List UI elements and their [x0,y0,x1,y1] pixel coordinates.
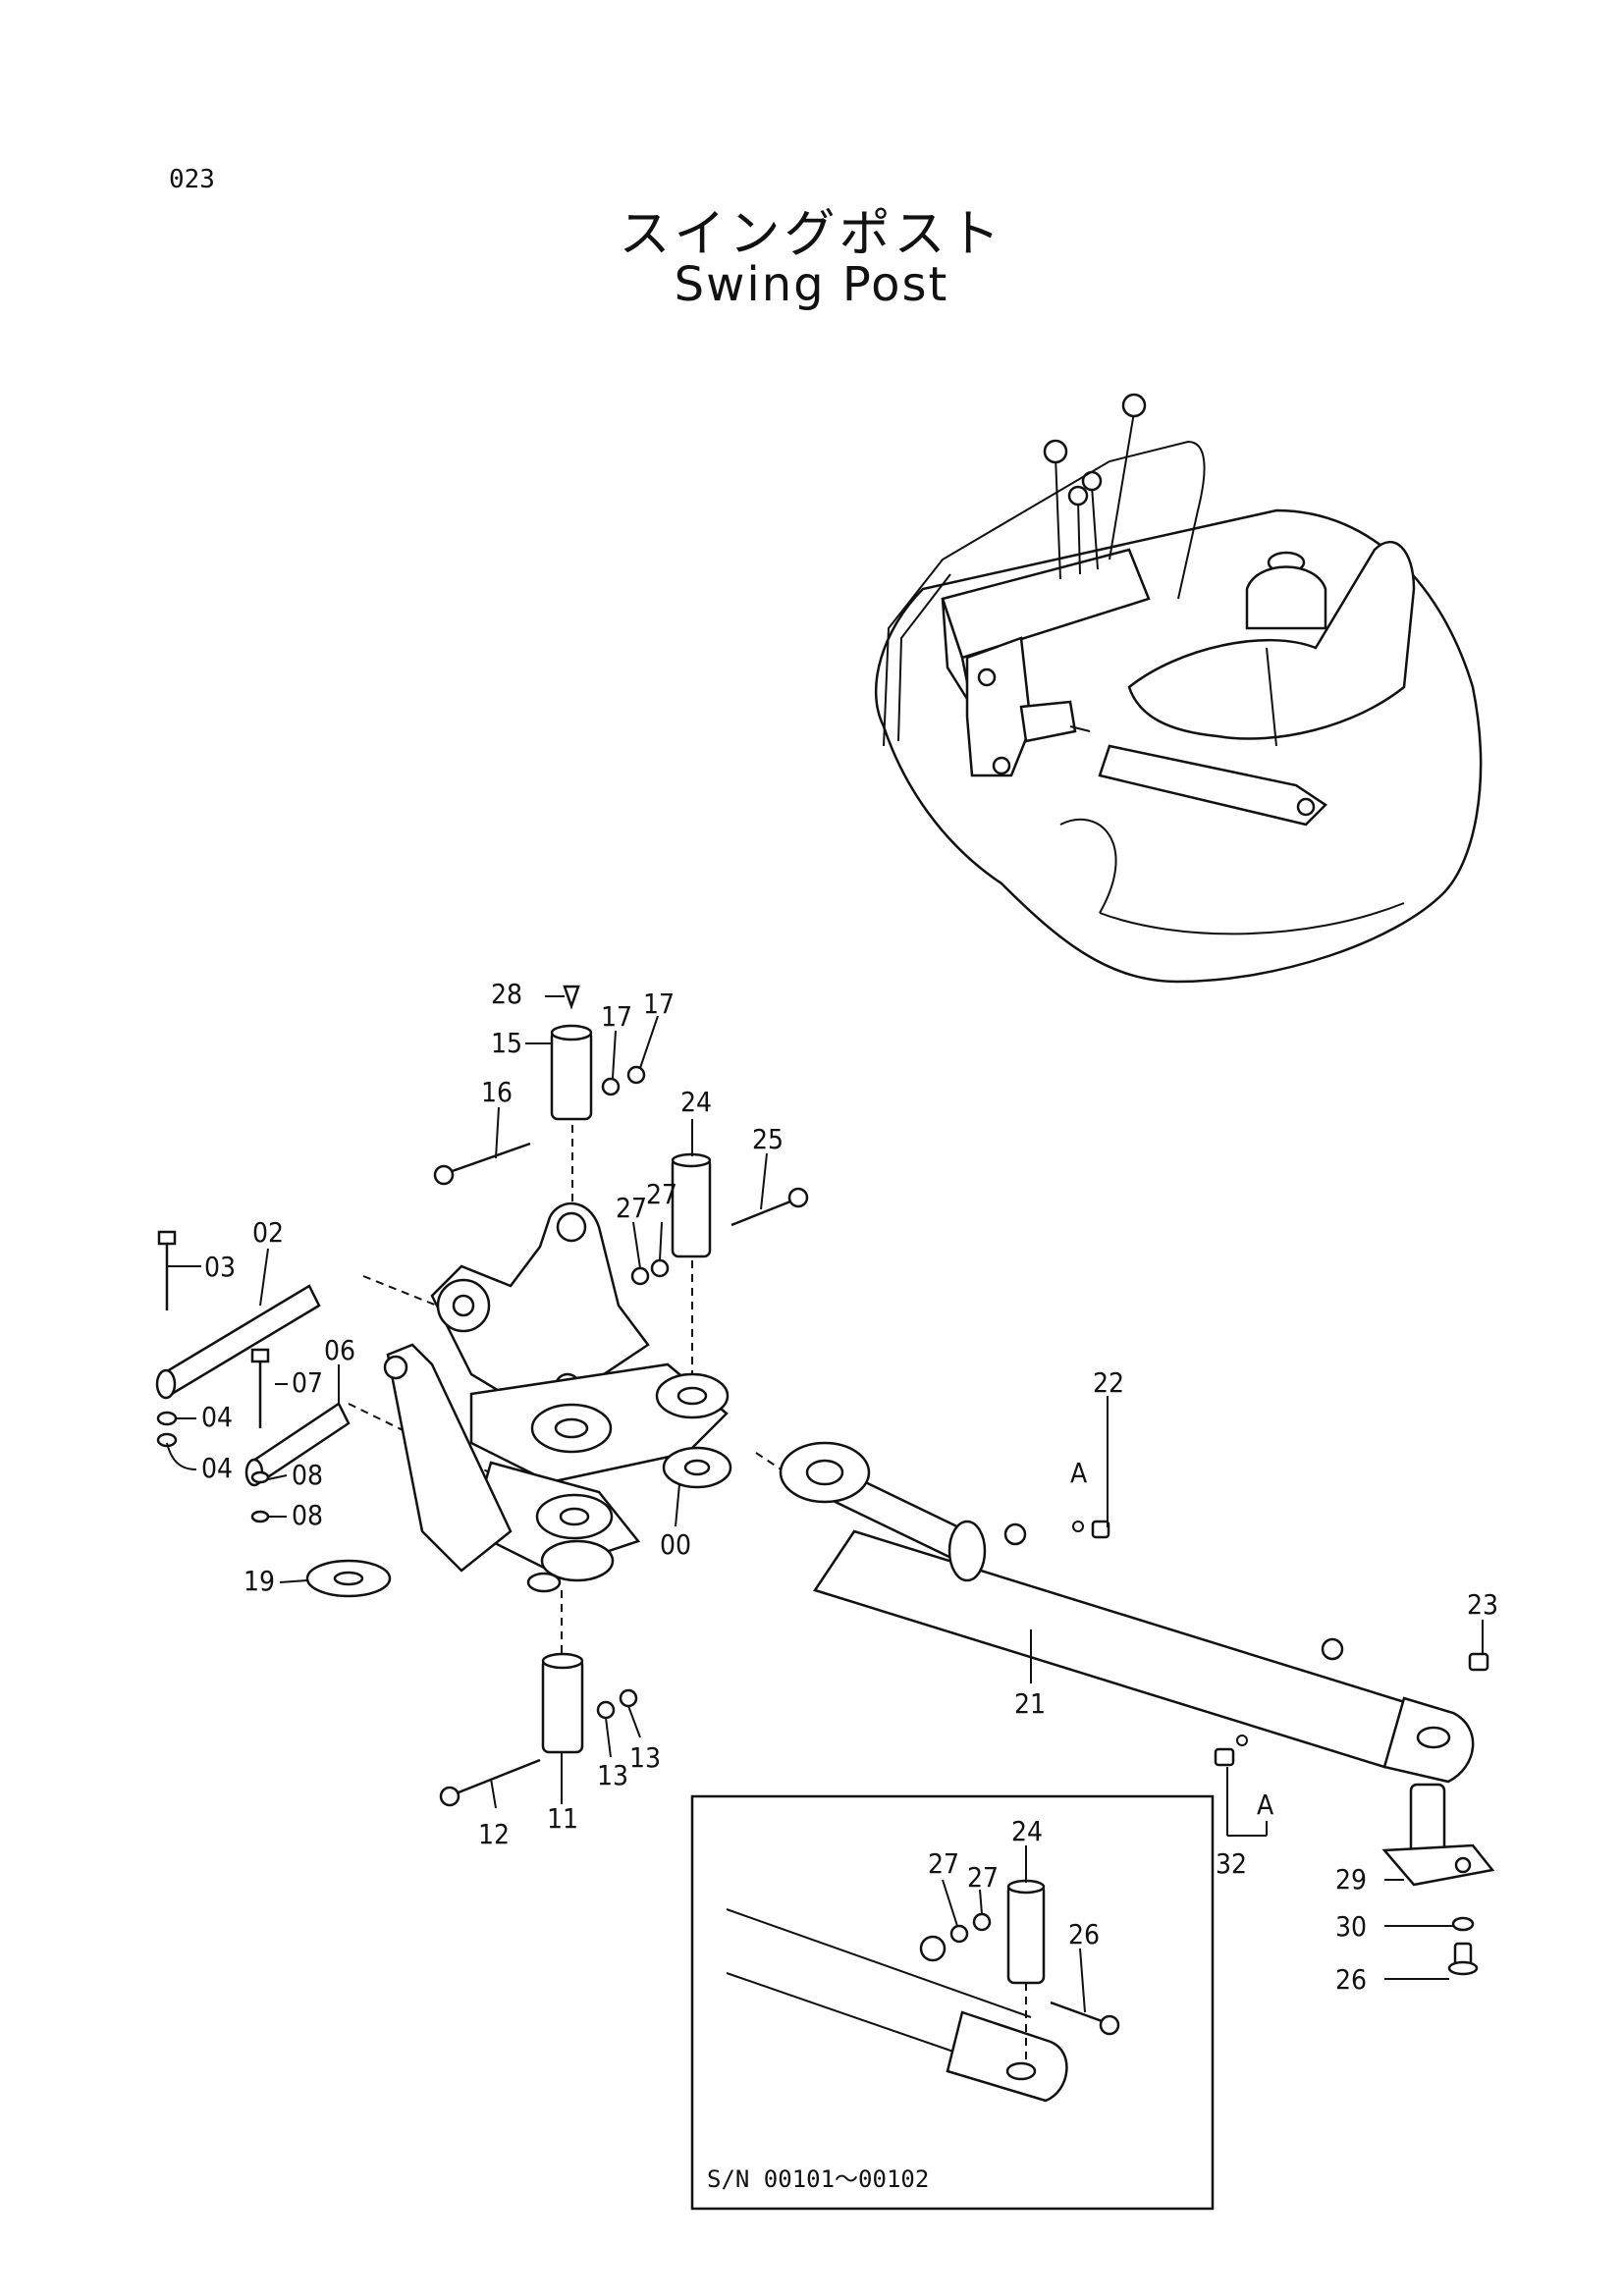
callout-27-inset: 27 [928,1847,959,1880]
page-number: 023 [169,165,215,194]
leader-lines [166,995,1484,2013]
callout-29: 29 [1335,1863,1367,1896]
callout-15: 15 [491,1027,522,1059]
callout-30: 30 [1335,1910,1367,1943]
callout-24-inset: 24 [1011,1815,1043,1847]
swing-cylinder [779,1441,1475,1784]
callout-04: 04 [201,1452,233,1484]
callout-23: 23 [1467,1588,1498,1621]
callout-21: 21 [1014,1687,1046,1720]
callout-27: 27 [616,1192,647,1224]
callout-27-inset: 27 [967,1861,999,1894]
callout-13: 13 [597,1759,628,1791]
callout-08: 08 [292,1459,323,1491]
callout-07: 07 [292,1366,323,1399]
callout-06: 06 [324,1334,355,1366]
callout-25: 25 [752,1123,784,1155]
callout-26-inset: 26 [1068,1918,1100,1950]
callout-02: 02 [252,1216,284,1249]
callout-03: 03 [204,1251,236,1283]
callout-13: 13 [629,1741,661,1774]
callout-26: 26 [1335,1963,1367,1996]
callout-28: 28 [491,978,522,1010]
callout-22: 22 [1093,1366,1124,1399]
callout-12: 12 [478,1818,510,1850]
callout-00: 00 [660,1528,691,1561]
callout-16: 16 [481,1076,513,1108]
section-mark-a: A [1257,1789,1274,1821]
inset-serial-variant [690,1794,1215,2211]
callout-labels: 28 15 17 17 16 24 25 27 27 03 02 06 07 0… [201,978,1498,2193]
callout-24: 24 [680,1086,712,1118]
callout-04: 04 [201,1401,233,1433]
page-title-japanese: スイングポスト [619,205,1004,264]
inset-serial-note: S/N 00101～00102 [707,2165,929,2193]
callout-11: 11 [547,1802,578,1835]
page-title-english: Swing Post [674,257,949,312]
callout-27: 27 [646,1178,677,1210]
exploded-parts-view [155,985,1495,1976]
callout-17: 17 [643,988,675,1020]
callout-19: 19 [243,1565,275,1597]
callout-08: 08 [292,1499,323,1531]
callout-32: 32 [1216,1847,1247,1880]
machine-overview-illustration [875,393,1483,984]
section-mark-a: A [1070,1457,1088,1489]
callout-17: 17 [601,1000,632,1033]
